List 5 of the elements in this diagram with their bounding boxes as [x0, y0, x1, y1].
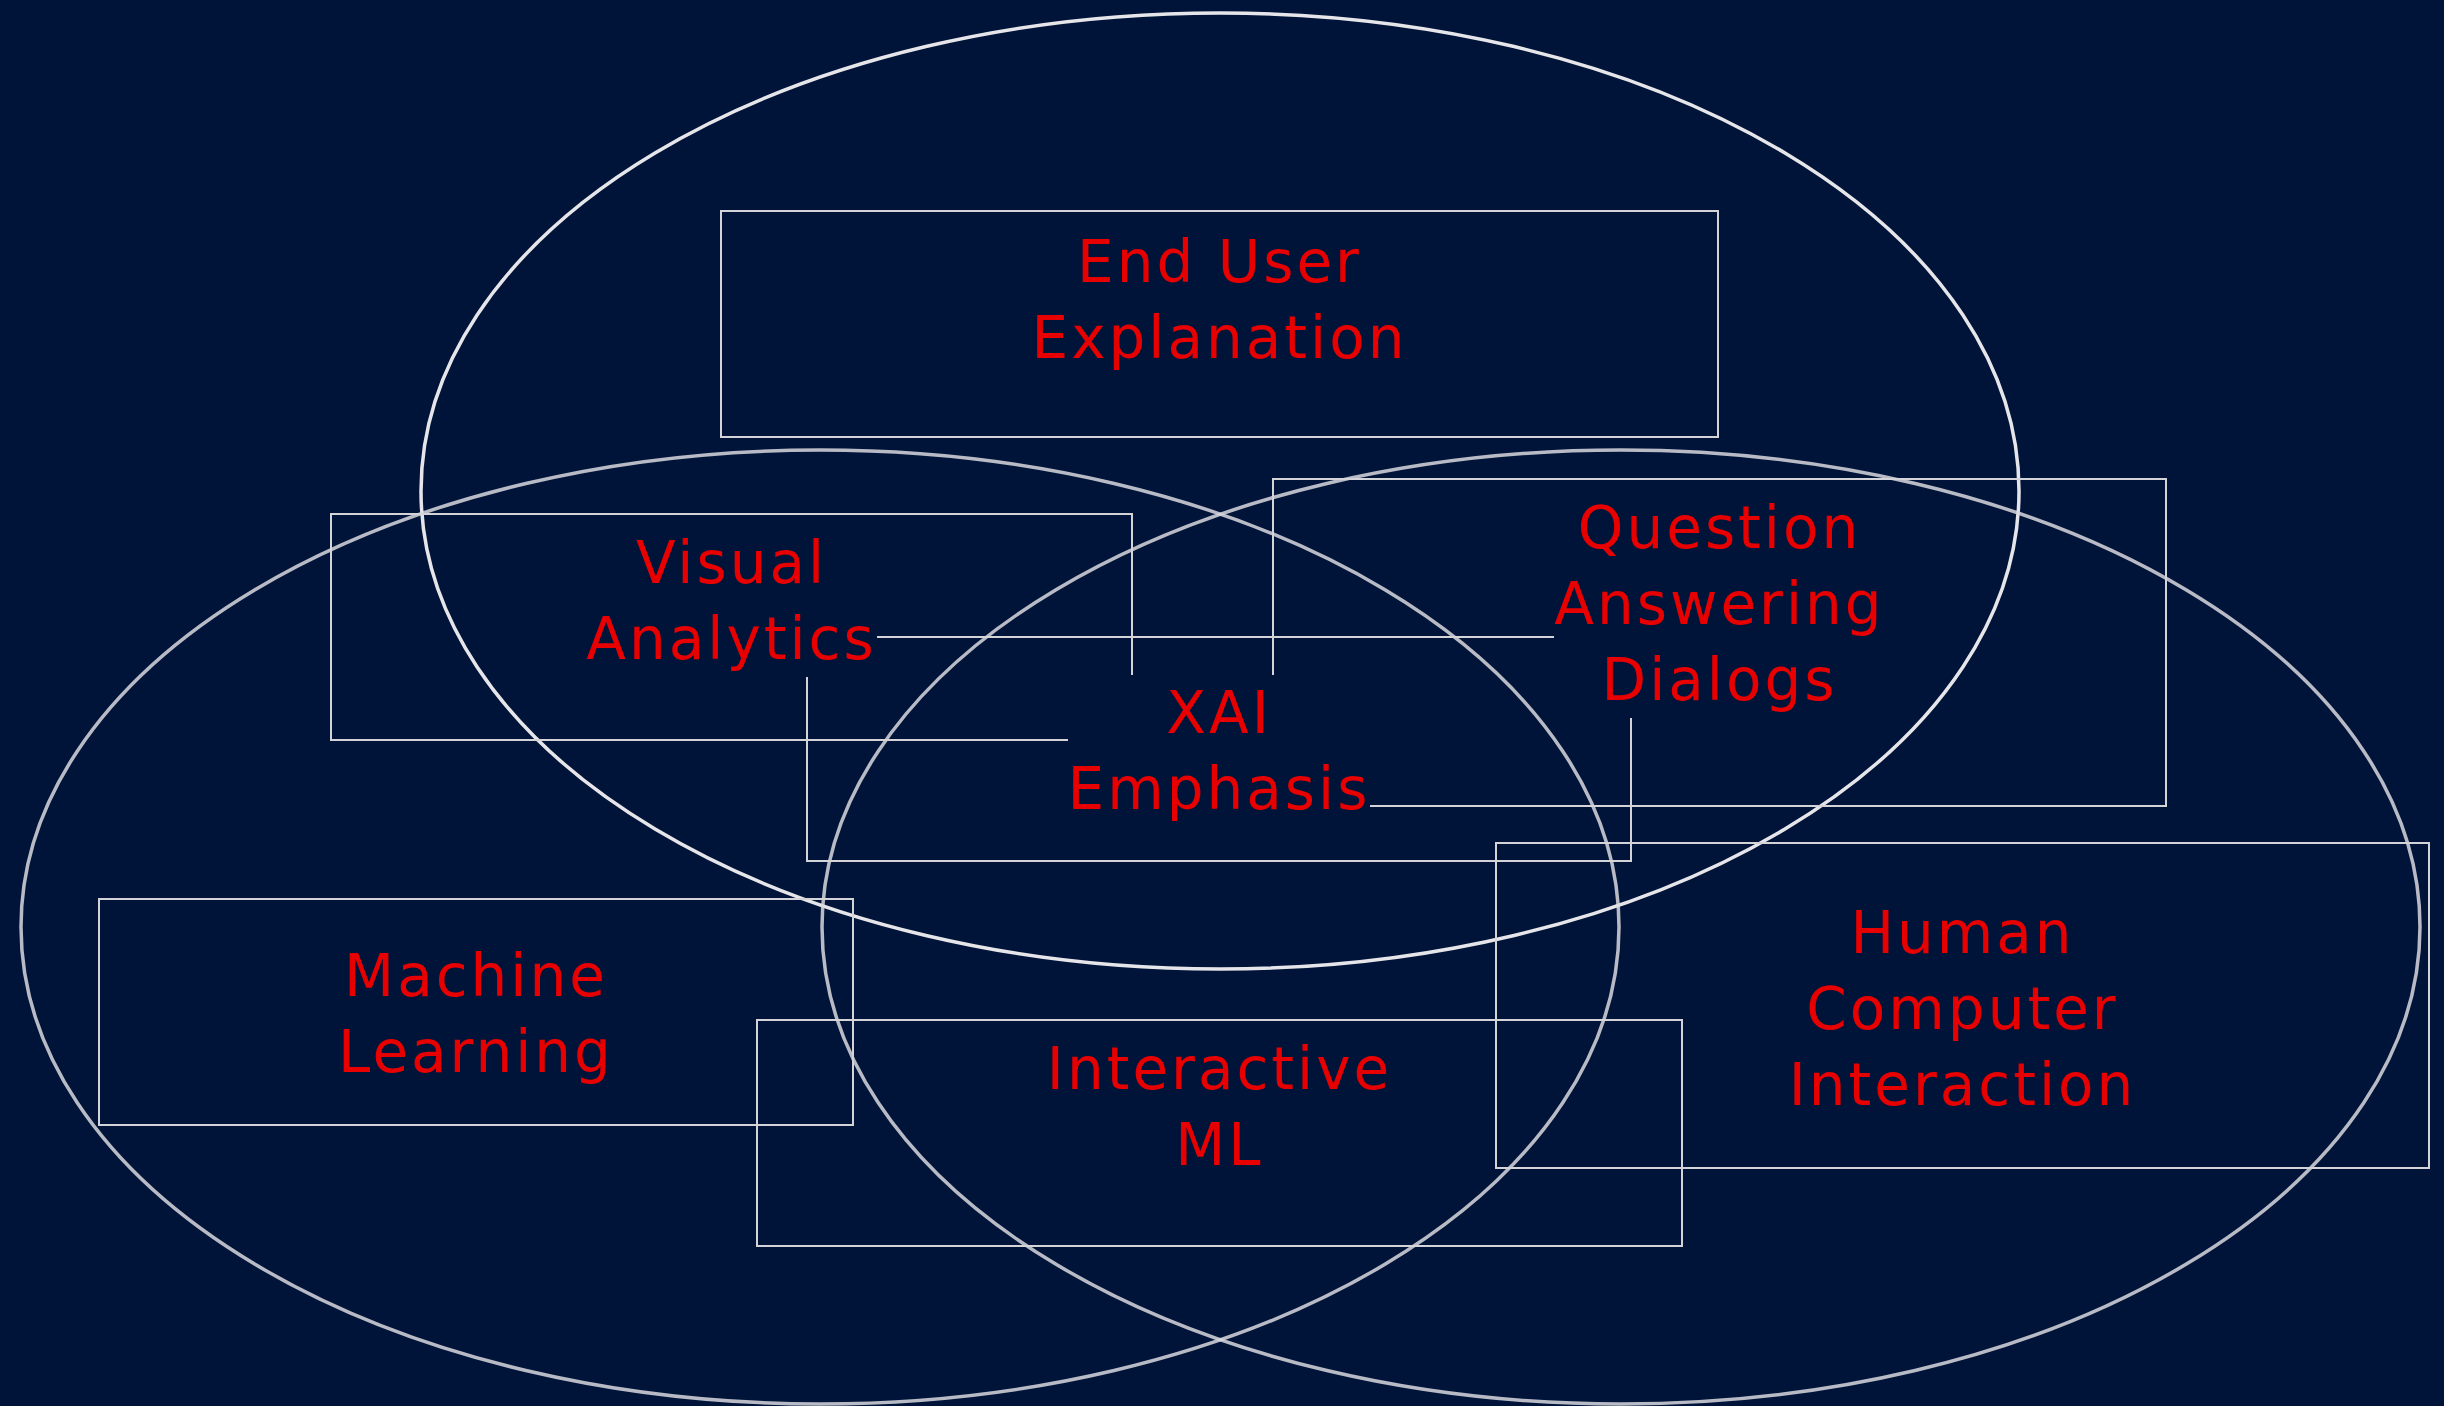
topic-box [756, 1019, 1683, 1247]
topic-box [98, 898, 854, 1126]
topic-box [720, 210, 1719, 438]
topic-box [1495, 842, 2430, 1169]
topic-box [330, 513, 1133, 741]
